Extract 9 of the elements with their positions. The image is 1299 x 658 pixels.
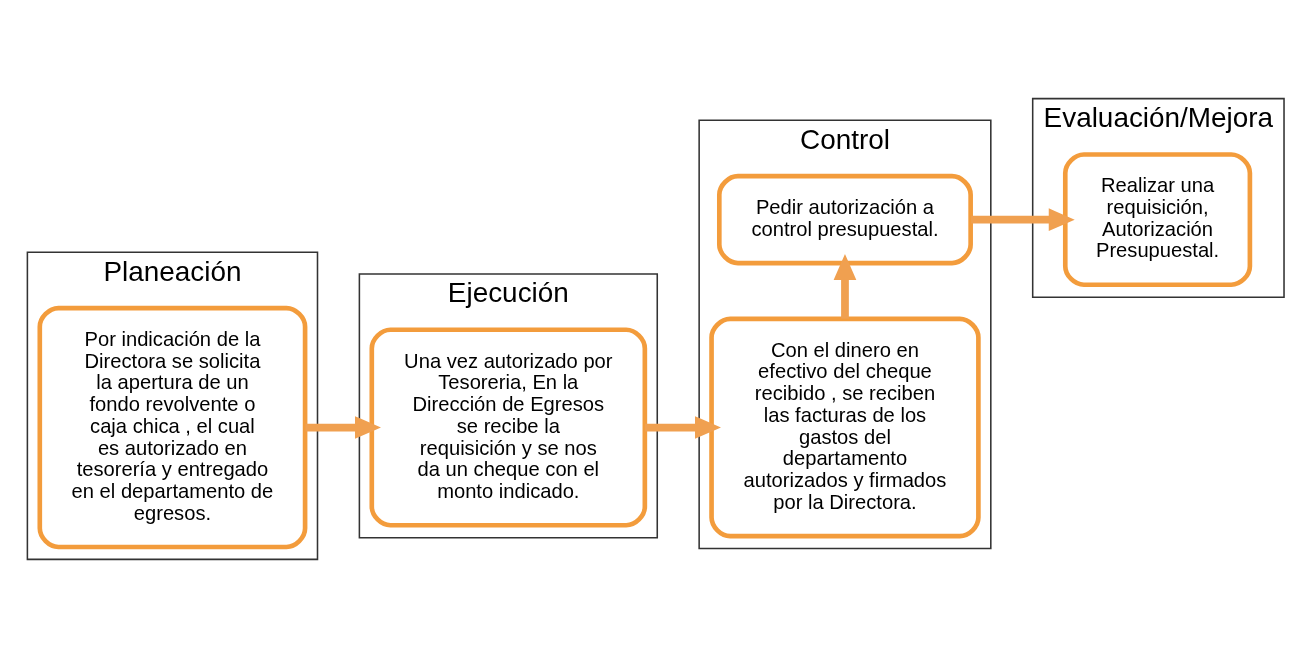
node-box: Pedir autorización a control presupuestal. xyxy=(717,173,973,266)
node-box: Realizar una requisición, Autorización Presupuestal. xyxy=(1062,152,1253,288)
arrow xyxy=(971,208,1075,231)
arrow xyxy=(833,254,857,319)
node-box: Una vez autorizado por Tesoreria, En la Dirección de Egresos se recibe la requisición y se nos da un cheque con el monto indicado. xyxy=(369,327,648,528)
arrow xyxy=(305,416,381,439)
node-box: Por indicación de la Directora se solicita la apertura de un fondo revolvente o caja chica , el cual es autorizado en tesorería y entregado en el departamento de egresos. xyxy=(37,305,308,550)
node-box: Con el dinero en efectivo del cheque recibido , se reciben las facturas de los gastos del departamento autorizados y firmados por la Directora. xyxy=(709,316,981,539)
arrow xyxy=(645,416,721,439)
